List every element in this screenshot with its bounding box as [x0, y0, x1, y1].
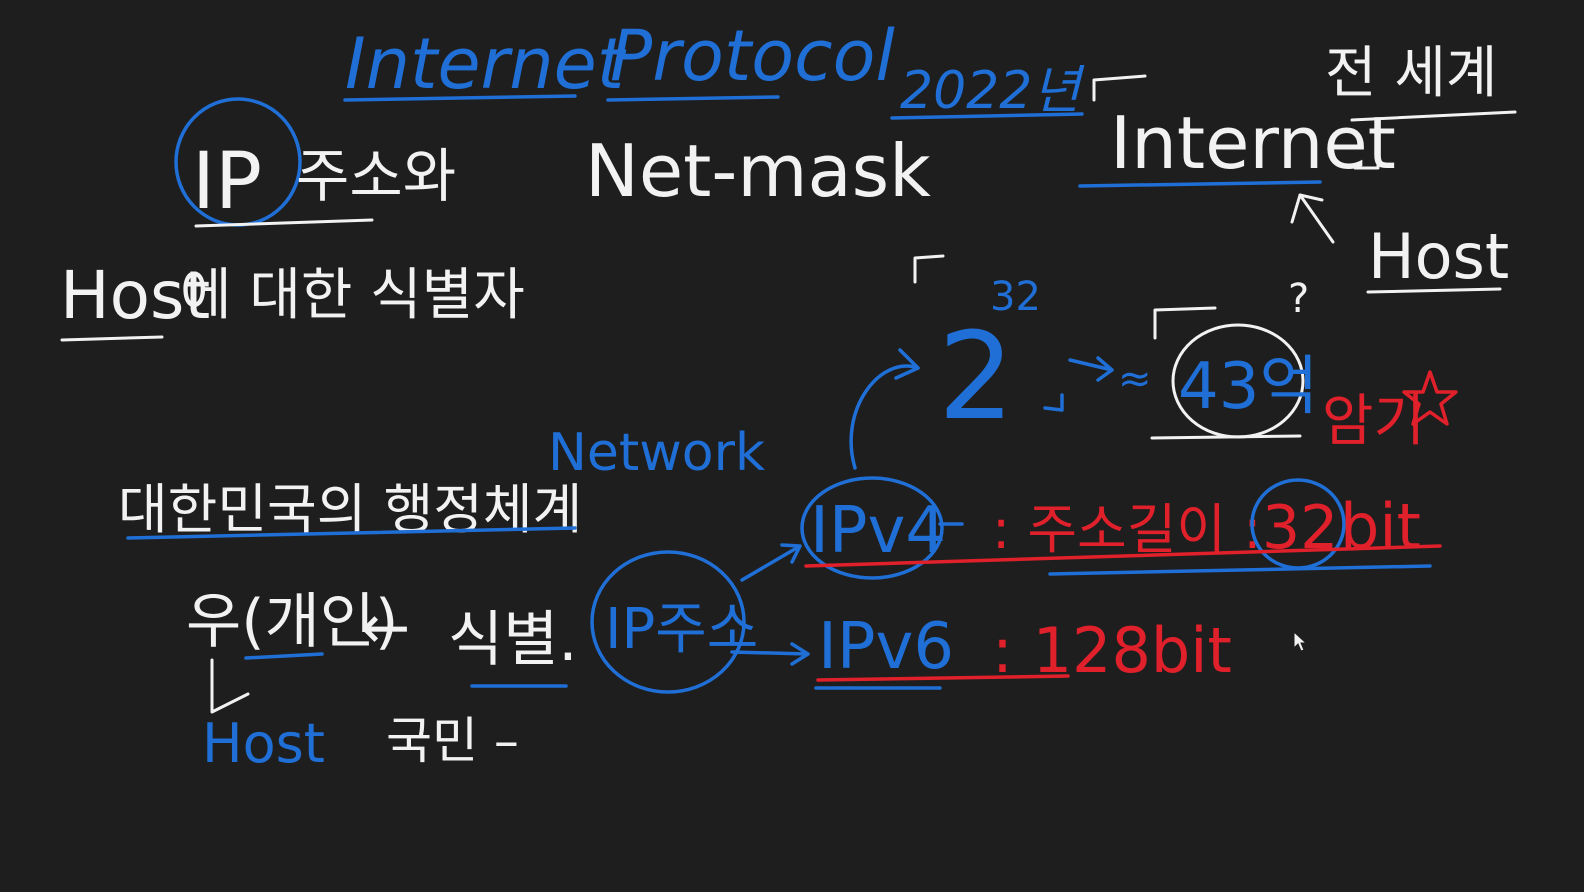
- year-label: 2022년: [900, 61, 1085, 121]
- citizen-label: 국민 –: [386, 712, 519, 770]
- exp-base: 2: [938, 308, 1014, 447]
- mouse-cursor-icon: [1293, 630, 1308, 652]
- admin-system-underline: [126, 526, 577, 540]
- heading-ip: IP: [192, 137, 262, 227]
- identify-label: 식별.: [448, 605, 577, 675]
- internet-label: Internet: [1110, 101, 1396, 185]
- ipv4-blue-underline: [1048, 564, 1432, 576]
- title-internet: Internet: [345, 23, 627, 105]
- network-label: Network: [548, 423, 765, 483]
- ipv4-red-underline: [804, 544, 1442, 568]
- ipv6-label: IPv6: [818, 610, 954, 684]
- count-bracket: [1153, 306, 1217, 340]
- arrow-left-icon: ←: [360, 593, 410, 663]
- exp-bracket: [913, 254, 945, 284]
- ipv4-bits-unit: bit: [1340, 490, 1421, 563]
- arrow-to-ipv6-icon: [730, 642, 810, 666]
- title-protocol: Protocol: [610, 15, 895, 97]
- memorize-label: 암기: [1322, 389, 1425, 454]
- person-label: 우(개인): [186, 587, 398, 657]
- identifier-host: Host: [60, 257, 210, 334]
- ipv4-desc: : 주소길이 :: [992, 498, 1261, 561]
- ipv4-label: IPv4: [810, 494, 946, 568]
- world-label: 전 세계: [1325, 41, 1497, 106]
- star-icon: [1402, 370, 1458, 426]
- count-label: 43억: [1178, 350, 1318, 424]
- arrow-right-icon: [1068, 356, 1114, 382]
- bracket-close: [1353, 148, 1380, 170]
- arrow-to-ipv4-icon: [740, 543, 802, 582]
- internet-underline: [1078, 180, 1322, 188]
- identifier-underline: [60, 335, 164, 342]
- year-underline: [890, 112, 1084, 120]
- identifier-text: 에 대한 식별자: [180, 263, 525, 328]
- person-arrow-icon: [210, 658, 250, 714]
- exp-bracket-close: [1043, 393, 1064, 412]
- title-underline-2: [606, 95, 780, 102]
- count-underline: [1150, 434, 1302, 440]
- heading-suffix: 주소와: [296, 142, 456, 210]
- bracket-open: [1092, 74, 1147, 102]
- heading-netmask: Net-mask: [585, 129, 931, 213]
- host-right-underline: [1366, 287, 1502, 294]
- exp-power: 32: [990, 274, 1041, 320]
- heading-underline: [194, 218, 374, 228]
- host-bottom-label: Host: [202, 712, 325, 775]
- ipv4-circle: [800, 476, 944, 580]
- approx-sign: ≈: [1118, 356, 1152, 402]
- ip-address-circle: [590, 550, 746, 694]
- person-underline: [244, 652, 324, 660]
- title-underline-1: [343, 94, 577, 102]
- world-underline: [1350, 110, 1517, 122]
- curve-arrow: [849, 364, 920, 470]
- host-right-label: Host: [1368, 220, 1509, 293]
- arrow-up-icon: [1290, 193, 1335, 244]
- question-mark: ?: [1288, 276, 1309, 322]
- curve-arrow-head-icon: [894, 348, 920, 380]
- ipv6-red-underline: [816, 674, 1070, 682]
